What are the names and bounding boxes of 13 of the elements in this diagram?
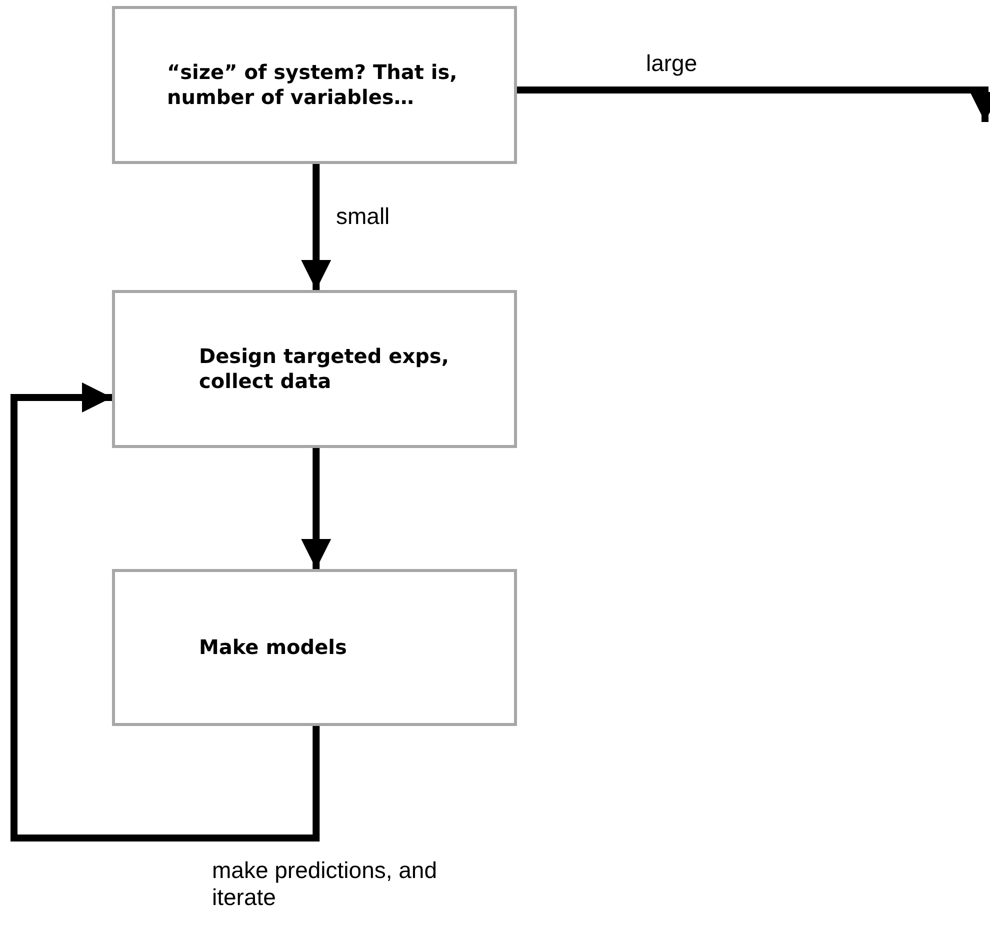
edge-label: large — [646, 50, 698, 77]
edge-label: small — [336, 203, 390, 230]
arrow — [301, 164, 332, 290]
edge-label: make predictions, and iterate — [212, 857, 438, 911]
process-box — [112, 569, 517, 726]
arrow — [301, 448, 332, 569]
box-label: Make models — [199, 635, 347, 660]
box-label: Design targeted exps, collect data — [199, 344, 450, 394]
process-box — [112, 6, 517, 164]
arrow — [10, 382, 320, 842]
process-box — [112, 290, 517, 448]
box-label: “size” of system? That is, number of variables… — [167, 60, 458, 110]
arrow — [517, 86, 990, 122]
